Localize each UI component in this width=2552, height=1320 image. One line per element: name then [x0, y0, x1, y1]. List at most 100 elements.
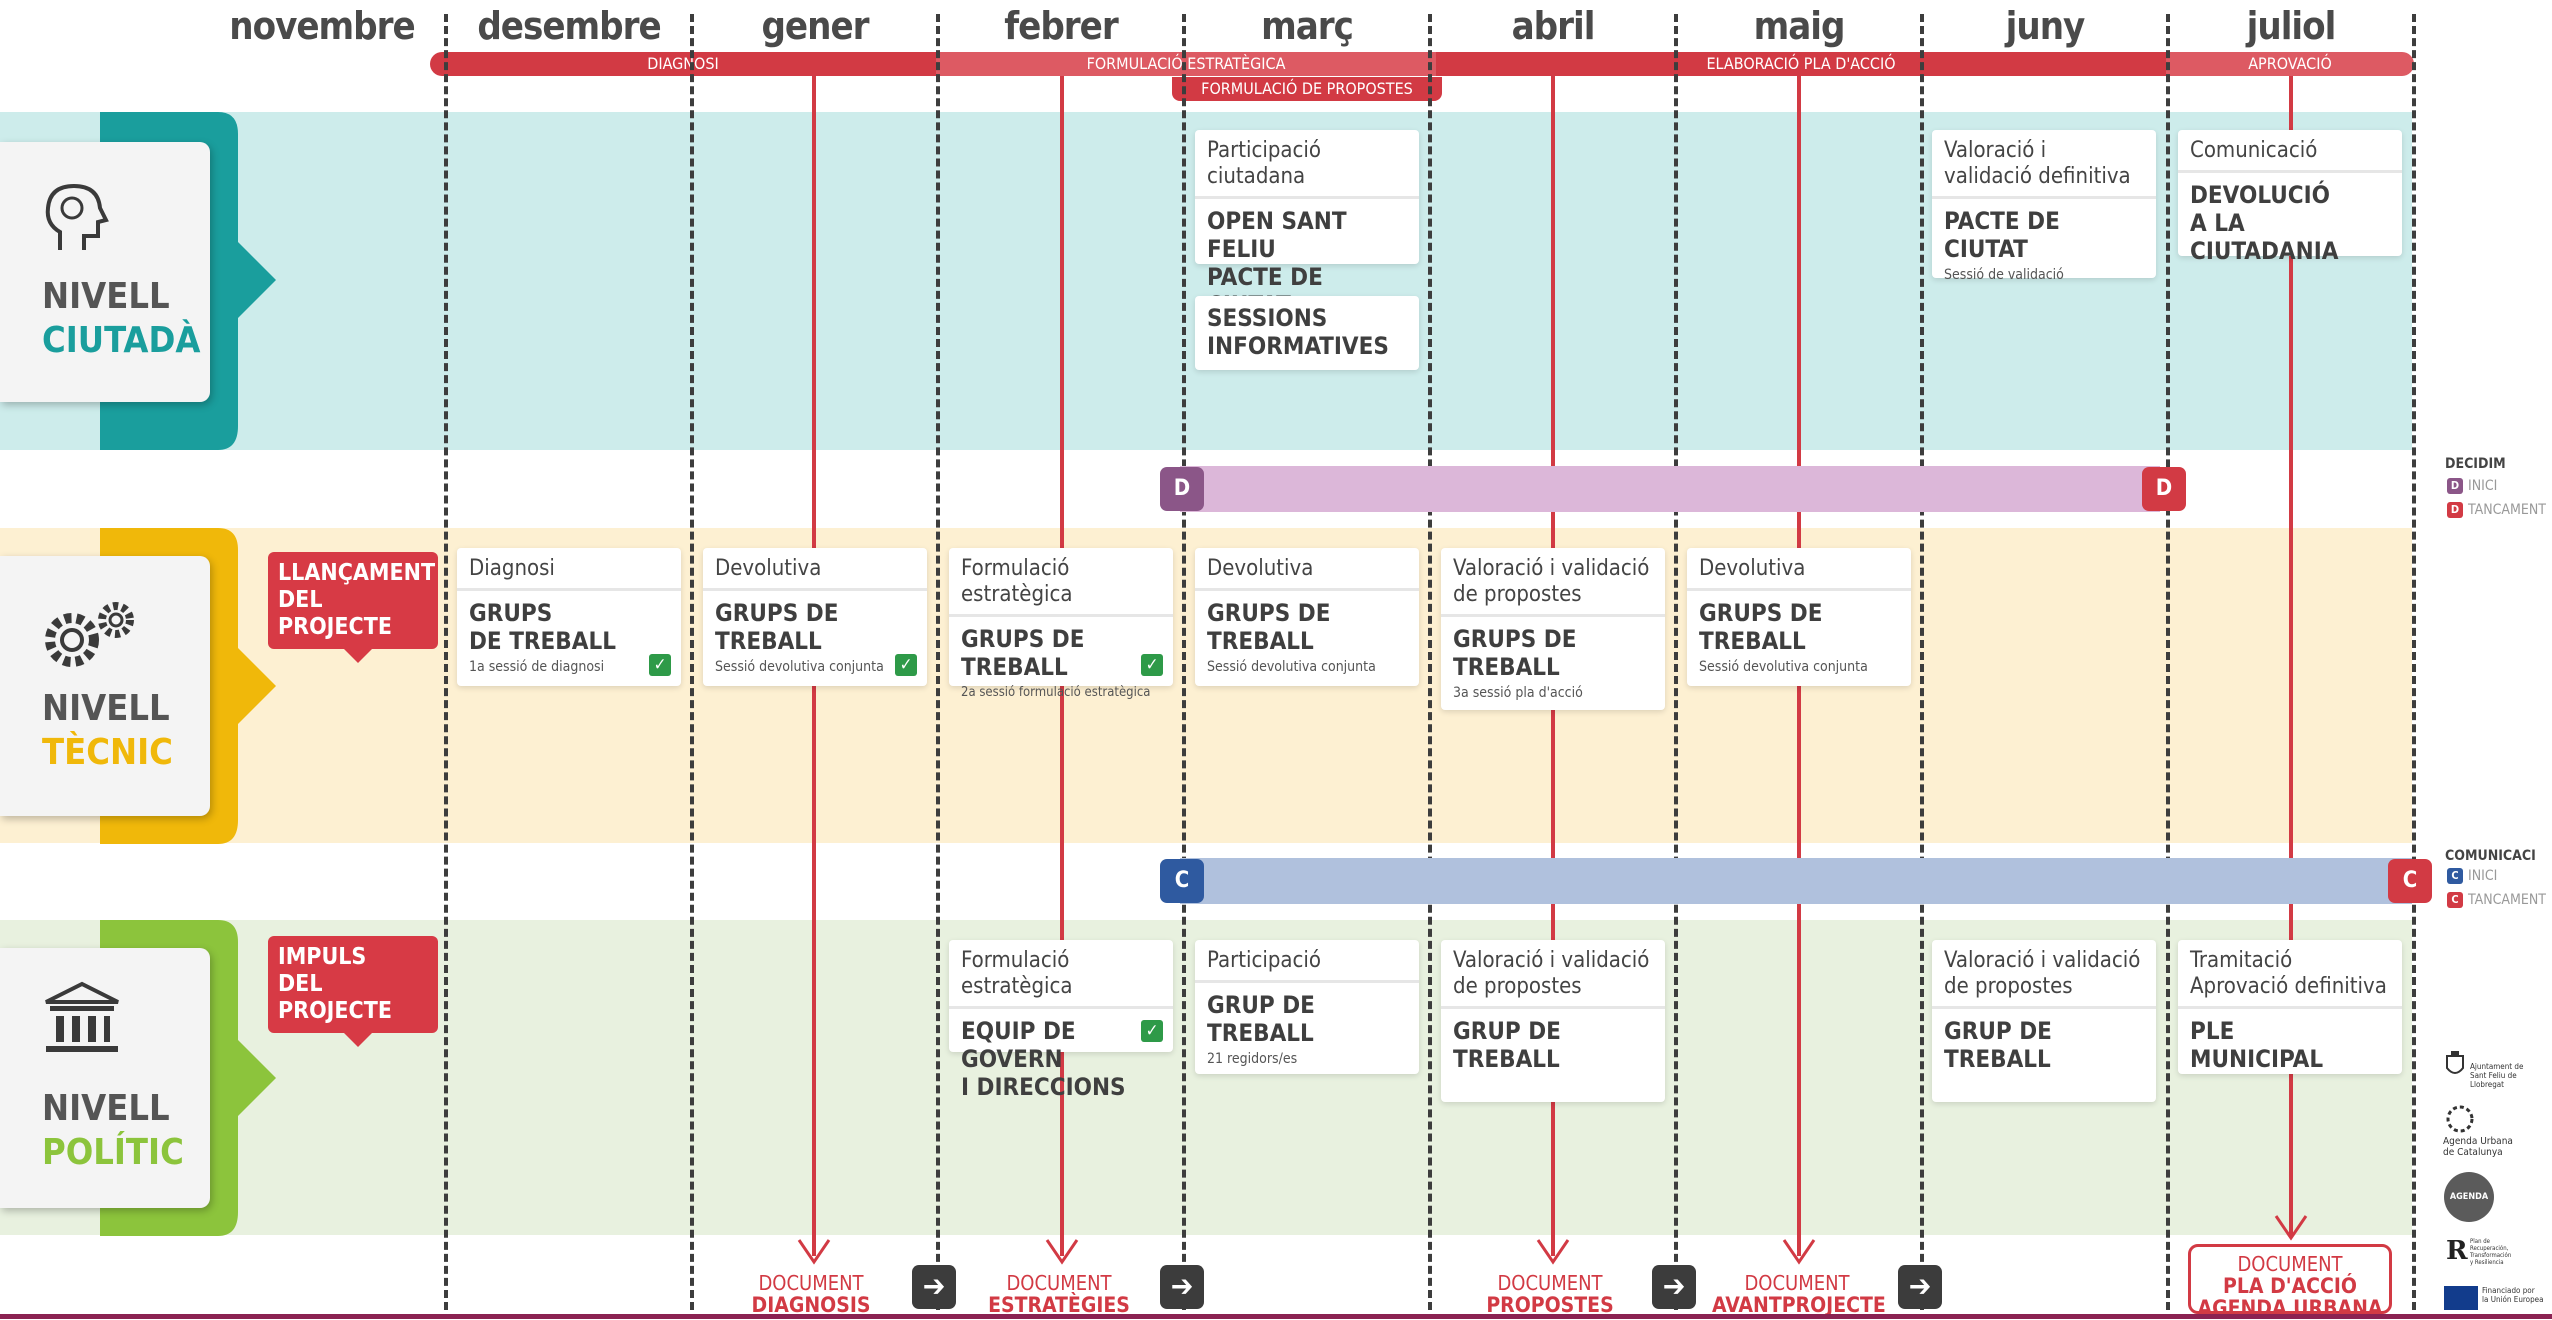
month-juliol: juliol	[2246, 4, 2337, 48]
agenda-urbana-badge: AGENDA	[2444, 1172, 2494, 1222]
recovery-plan-logo-icon: R	[2446, 1236, 2468, 1266]
document-estrategies: DOCUMENT ESTRATÈGIES	[984, 1272, 1134, 1316]
legend-label: INICI	[2468, 478, 2498, 494]
month-divider	[1674, 14, 1678, 1310]
legend-decidim-tancament: D TANCAMENT	[2447, 502, 2546, 518]
card-subtitle: Sessió devolutiva conjunta	[1699, 659, 1868, 675]
political-level-subtitle: POLÍTIC	[42, 1132, 184, 1173]
month-divider	[2412, 14, 2416, 1310]
card-heading: Tramitació Aprovació definitiva	[2178, 940, 2402, 1009]
card-title: EQUIP DE GOVERN I DIRECCIONS	[961, 1017, 1126, 1101]
month-marc: març	[1261, 4, 1354, 48]
completed-check-icon: ✓	[1141, 1020, 1163, 1042]
month-divider	[936, 14, 940, 1310]
document-title: AVANTPROJECTE	[1712, 1293, 1886, 1317]
agenda-catalunya-logo-text: Agenda Urbana de Catalunya	[2443, 1136, 2513, 1158]
card-heading: Diagnosi	[457, 548, 681, 591]
citizen-participation-card: Participació ciutadana OPEN SANT FELIU P…	[1195, 130, 1419, 347]
card-title: GRUP DE TREBALL	[1944, 1017, 2052, 1073]
month-divider	[690, 14, 694, 1310]
document-label: DOCUMENT	[758, 1271, 864, 1295]
completed-check-icon: ✓	[1141, 654, 1163, 676]
card-heading: Valoració i validació de propostes	[1932, 940, 2156, 1009]
city-pact-validation-card: Valoració i validació definitiva PACTE D…	[1932, 130, 2156, 283]
phase-diagnosi: DIAGNOSI	[430, 52, 936, 76]
month-abril: abril	[1511, 4, 1596, 48]
card-subtitle: Sessió de validació	[1944, 267, 2064, 283]
card-title: PACTE DE CIUTAT	[1944, 207, 2060, 263]
phase-aprovacio: APROVACIÓ	[2166, 52, 2414, 76]
pol-card-valoracio-abril: Valoració i validació de propostes GRUP …	[1441, 940, 1665, 1102]
card-title: DEVOLUCIÓ A LA CIUTADANIA	[2190, 181, 2339, 265]
eu-logo-text: Financiado por la Unión Europea	[2482, 1286, 2544, 1304]
document-pla-accio: DOCUMENT PLA D'ACCIÓ AGENDA URBANA	[2188, 1244, 2392, 1319]
head-icon	[45, 183, 109, 250]
citizen-level-subtitle: CIUTADÀ	[42, 320, 201, 361]
eu-flag-icon	[2444, 1286, 2478, 1310]
technical-level-card	[0, 556, 210, 816]
month-divider	[1182, 14, 1186, 1310]
phase-formulacio: FORMULACIÓ ESTRATÈGICA	[936, 52, 1436, 76]
legend-label: INICI	[2468, 868, 2498, 884]
communication-start-marker: C	[1160, 859, 1204, 903]
card-subtitle: 3a sessió pla d'acció	[1453, 685, 1583, 701]
political-level-card	[0, 948, 210, 1208]
tech-card-diagnosi: Diagnosi GRUPS DE TREBALL 1a sessió de d…	[457, 548, 681, 686]
political-level-title: NIVELL	[42, 1088, 170, 1129]
document-label: DOCUMENT	[1497, 1271, 1603, 1295]
document-avantprojecte: DOCUMENT AVANTPROJECTE	[1712, 1271, 1886, 1317]
decidim-end-marker: D	[2142, 467, 2186, 511]
month-divider	[444, 14, 448, 1310]
document-title: PROPOSTES	[1486, 1293, 1614, 1317]
card-title: GRUPS DE TREBALL	[715, 599, 839, 655]
document-propostes: DOCUMENT PROPOSTES	[1475, 1272, 1625, 1316]
tech-card-valoracio: Valoració i validació de propostes GRUPS…	[1441, 548, 1665, 710]
card-subtitle: 21 regidors/es	[1207, 1051, 1298, 1067]
document-label: DOCUMENT	[1006, 1271, 1112, 1295]
card-heading: Devolutiva	[1195, 548, 1419, 591]
card-heading: Valoració i validació definitiva	[1932, 130, 2156, 199]
tech-card-devolutiva-gener: Devolutiva GRUPS DE TREBALL Sessió devol…	[703, 548, 927, 686]
project-boost-tag: IMPULS DEL PROJECTE	[268, 936, 438, 1047]
legend-comunicacio-tancament-swatch: C	[2447, 892, 2463, 908]
card-subtitle: 2a sessió formulació estratègica	[961, 685, 1151, 700]
next-arrow-icon: ➔	[1898, 1265, 1942, 1309]
card-title: GRUPS DE TREBALL	[1453, 625, 1577, 681]
card-title: GRUPS DE TREBALL	[961, 625, 1085, 681]
card-heading: Formulació estratègica	[949, 548, 1173, 617]
card-heading: Devolutiva	[703, 548, 927, 591]
card-subtitle: Sessió devolutiva conjunta	[1207, 659, 1376, 675]
card-title: PLE MUNICIPAL	[2190, 1017, 2324, 1073]
document-title: ESTRATÈGIES	[988, 1293, 1130, 1317]
technical-level-subtitle: TÈCNIC	[42, 732, 173, 773]
card-subtitle: Sessió devolutiva conjunta	[715, 659, 884, 675]
info-sessions-card: SESSIONS INFORMATIVES	[1195, 296, 1419, 370]
technical-level-title: NIVELL	[42, 688, 170, 729]
card-heading: Formulació estratègica	[949, 940, 1173, 1009]
communication-end-marker: C	[2388, 859, 2432, 903]
agenda-urbana-catalunya-icon	[2446, 1105, 2474, 1133]
pol-card-valoracio-juny: Valoració i validació de propostes GRUP …	[1932, 940, 2156, 1102]
legend-decidim-tancament-swatch: D	[2447, 502, 2463, 518]
document-label: DOCUMENT	[1744, 1271, 1850, 1295]
month-divider	[1428, 14, 1432, 1310]
month-juny: juny	[2005, 4, 2086, 48]
card-heading: Devolutiva	[1687, 548, 1911, 591]
tech-card-devolutiva-marc: Devolutiva GRUPS DE TREBALL Sessió devol…	[1195, 548, 1419, 686]
next-arrow-icon: ➔	[1160, 1265, 1204, 1309]
decidim-timeline-bar	[1180, 466, 2160, 512]
document-label: DOCUMENT	[2237, 1252, 2343, 1276]
card-title: GRUPS DE TREBALL	[1207, 599, 1331, 655]
government-building-icon	[45, 981, 119, 1052]
month-desembre: desembre	[477, 4, 661, 48]
card-heading: Participació	[1195, 940, 1419, 983]
month-gener: gener	[761, 4, 869, 48]
legend-label: TANCAMENT	[2468, 502, 2546, 518]
month-novembre: novembre	[229, 4, 415, 48]
next-arrow-icon: ➔	[912, 1265, 956, 1309]
pol-card-ple-municipal: Tramitació Aprovació definitiva PLE MUNI…	[2178, 940, 2402, 1074]
month-maig: maig	[1753, 4, 1846, 48]
